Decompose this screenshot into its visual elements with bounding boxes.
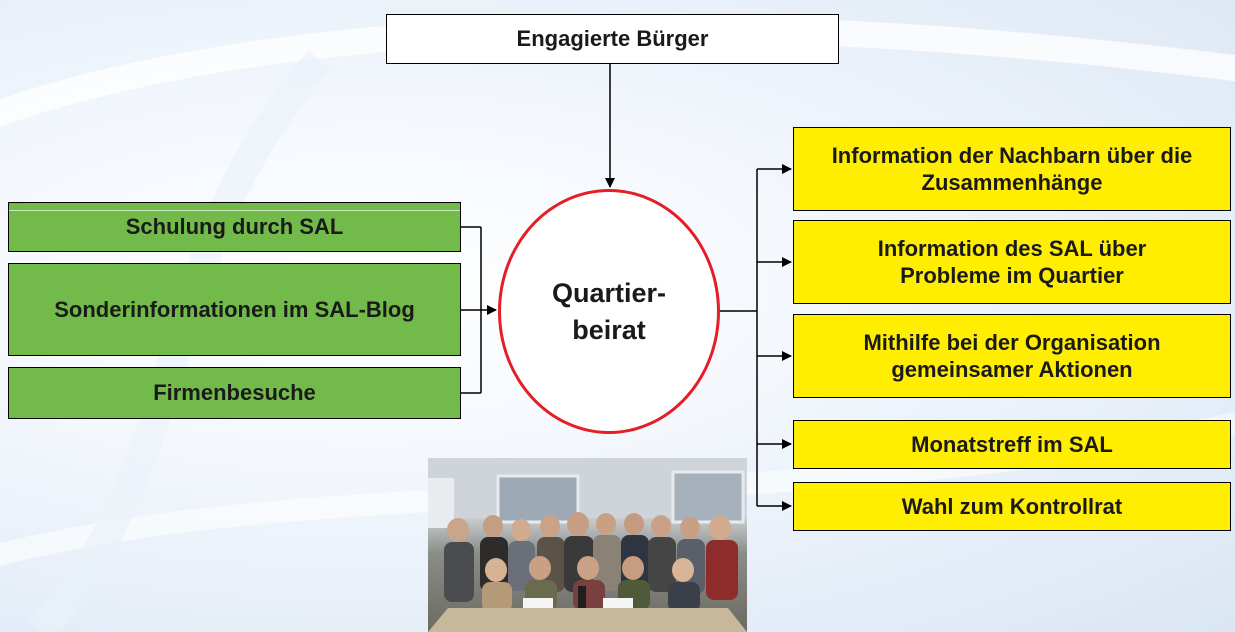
right-box-4: Monatstreff im SAL [793, 420, 1231, 469]
left-box-2: Sonderinformationen im SAL-Blog [8, 263, 461, 356]
right-box-5: Wahl zum Kontrollrat [793, 482, 1231, 531]
left-box-3: Firmenbesuche [8, 367, 461, 419]
left-box-3-label: Firmenbesuche [153, 380, 316, 406]
group-photo-icon [428, 458, 747, 632]
right-box-2-label: Information des SAL über Probleme im Qua… [877, 235, 1147, 289]
right-box-1-label: Information der Nachbarn über die Zusamm… [831, 142, 1193, 196]
left-box-1-label: Schulung durch SAL [125, 214, 344, 240]
right-box-5-label: Wahl zum Kontrollrat [901, 493, 1123, 519]
left-box-1: Schulung durch SAL [8, 202, 461, 252]
right-box-4-label: Monatstreff im SAL [911, 431, 1113, 457]
group-photo [428, 458, 747, 632]
center-label-line1: Quartier- [551, 278, 667, 309]
center-circle: Quartier- beirat [498, 189, 720, 434]
left-bracket [461, 226, 497, 394]
left-box-2-label: Sonderinformationen im SAL-Blog [54, 296, 415, 322]
center-label-line2: beirat [572, 314, 646, 345]
right-box-3-label: Mithilfe bei der Organisation gemeinsame… [863, 329, 1161, 383]
right-box-3: Mithilfe bei der Organisation gemeinsame… [793, 314, 1231, 398]
right-bracket [720, 164, 792, 511]
right-box-1: Information der Nachbarn über die Zusamm… [793, 127, 1231, 211]
right-box-2: Information des SAL über Probleme im Qua… [793, 220, 1231, 304]
top-box: Engagierte Bürger [386, 14, 839, 64]
